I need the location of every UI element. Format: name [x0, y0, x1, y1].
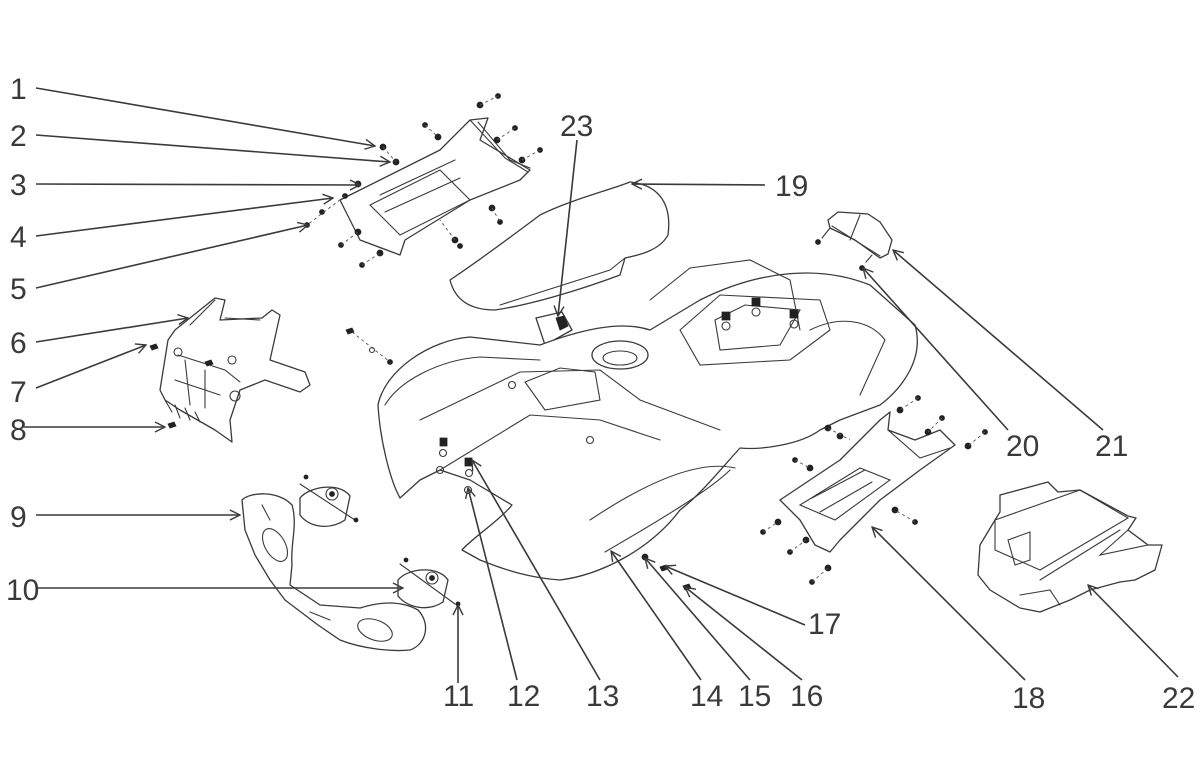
rear-skid-plate [977, 481, 1163, 613]
callout-labels: 1 2 3 4 5 6 7 8 9 10 11 12 13 14 15 16 1… [6, 73, 1195, 715]
leader-17 [665, 566, 806, 626]
headlight-bracket [241, 493, 427, 652]
callout-20: 20 [1006, 430, 1039, 463]
callout-3: 3 [10, 169, 27, 202]
leader-23 [558, 139, 578, 316]
leader-7 [35, 345, 146, 389]
leader-15 [645, 558, 751, 681]
callout-19: 19 [775, 170, 808, 203]
leader-19 [632, 184, 766, 185]
callout-2: 2 [10, 120, 27, 153]
leader-18 [872, 527, 1026, 681]
tail-light [815, 211, 893, 271]
callout-16: 16 [790, 680, 823, 713]
callout-1: 1 [10, 73, 27, 106]
headlight-upper [299, 474, 359, 527]
leader-2 [35, 134, 390, 162]
callout-21: 21 [1095, 430, 1128, 463]
main-body [345, 259, 918, 581]
leader-16 [685, 587, 803, 681]
callout-7: 7 [10, 376, 27, 409]
callout-15: 15 [738, 680, 771, 713]
leader-4 [35, 198, 333, 237]
rear-rack-hardware [760, 395, 988, 585]
callout-10: 10 [6, 574, 39, 607]
callout-17: 17 [808, 608, 841, 641]
callout-6: 6 [10, 327, 27, 360]
leader-21 [893, 250, 1104, 431]
callout-9: 9 [10, 501, 27, 534]
leader-lines [24, 87, 1179, 683]
front-bumper [149, 297, 311, 443]
callout-11: 11 [443, 680, 474, 713]
leader-14 [611, 551, 702, 681]
leader-20 [863, 268, 1009, 431]
callout-8: 8 [10, 414, 27, 447]
headlight-lower [397, 557, 461, 609]
callout-5: 5 [10, 273, 27, 306]
leader-5 [35, 225, 308, 289]
leader-3 [35, 184, 360, 185]
leader-22 [1088, 585, 1179, 678]
fender-hardware [641, 553, 692, 591]
seat [449, 181, 670, 311]
callout-18: 18 [1012, 682, 1045, 715]
callout-12: 12 [507, 680, 540, 713]
body-fasteners [345, 297, 799, 478]
callout-13: 13 [586, 680, 619, 713]
callout-22: 22 [1162, 682, 1195, 715]
callout-23: 23 [560, 110, 593, 143]
leader-6 [35, 318, 188, 343]
leader-1 [35, 87, 375, 146]
leader-12 [468, 488, 518, 681]
callout-14: 14 [690, 680, 723, 713]
leader-13 [472, 460, 601, 681]
seat-latch [535, 311, 573, 346]
callout-4: 4 [10, 221, 27, 254]
rear-rack [760, 395, 988, 585]
